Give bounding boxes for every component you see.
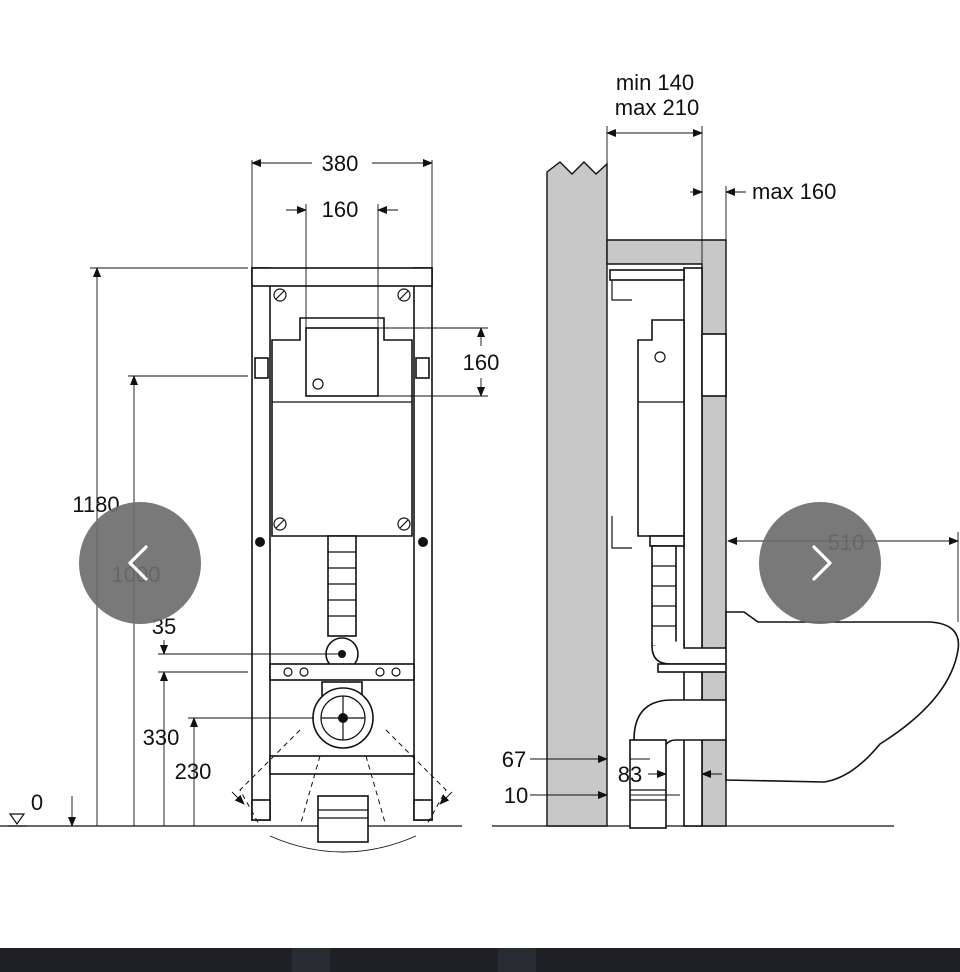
dim-offset-10: 10 <box>504 783 528 808</box>
wc-bowl <box>725 611 960 783</box>
dim-offset-83: 83 <box>618 762 642 787</box>
drain-pipe <box>317 795 369 843</box>
dim-height-230: 230 <box>175 759 212 784</box>
front-view: 380 160 160 1180 1000 35 330 230 <box>0 151 500 853</box>
chevron-left-icon <box>128 545 148 581</box>
dim-panel-height: 160 <box>463 350 500 375</box>
flush-panel-opening <box>305 327 379 397</box>
thumbnail-slot[interactable] <box>292 948 330 972</box>
side-frame-post <box>683 267 703 827</box>
dim-offset-67: 67 <box>502 747 526 772</box>
dim-width-inner: 160 <box>322 197 359 222</box>
dim-depth-max: max 210 <box>615 95 699 120</box>
side-cistern <box>637 319 685 537</box>
bottom-thumbnail-strip <box>0 948 960 972</box>
flush-pipe <box>327 535 357 637</box>
previous-image-button[interactable] <box>79 502 201 624</box>
thumbnail-slot[interactable] <box>498 948 536 972</box>
dim-zero-level: 0 <box>31 790 43 815</box>
next-image-button[interactable] <box>759 502 881 624</box>
dim-depth-min: min 140 <box>616 70 694 95</box>
frame-top-bar <box>251 267 433 287</box>
side-flush-panel <box>701 333 727 397</box>
side-view: min 140 max 210 max 160 510 67 83 10 <box>492 70 960 829</box>
dim-panel-depth: max 160 <box>752 179 836 204</box>
dim-width-total: 380 <box>322 151 359 176</box>
wall-section <box>546 161 608 827</box>
chevron-right-icon <box>812 545 832 581</box>
level-marker-icon <box>8 813 26 826</box>
dim-height-330: 330 <box>143 725 180 750</box>
